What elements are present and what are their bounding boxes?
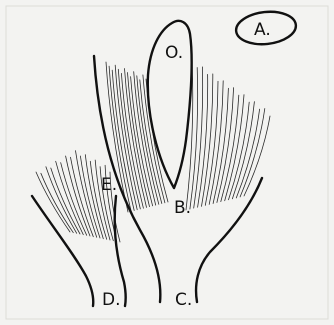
barb-line (36, 172, 70, 232)
label-a: A. (254, 20, 271, 40)
barbs-left-vane-d (36, 151, 120, 242)
barb-line (41, 173, 73, 232)
label-c: C. (175, 290, 192, 310)
barb-line (232, 102, 254, 199)
barb-line (51, 168, 80, 234)
barb-line (202, 74, 213, 206)
barb-line (95, 160, 110, 240)
barb-line (236, 109, 259, 198)
label-e: E. (101, 175, 117, 195)
label-d: D. (102, 290, 121, 310)
shaft-d-left-line (32, 196, 93, 306)
label-o: O. (165, 43, 183, 63)
barb-line (66, 156, 90, 236)
barb-line (194, 67, 203, 208)
shaft-c-right-line (196, 178, 262, 302)
barb-line (80, 156, 100, 238)
label-b: B. (174, 198, 191, 218)
